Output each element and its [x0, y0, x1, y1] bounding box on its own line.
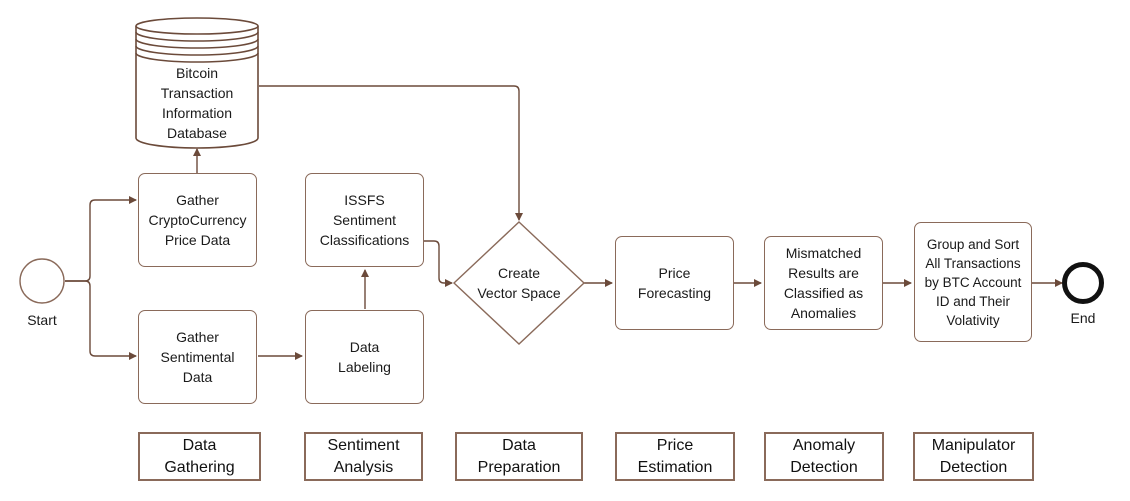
connector-database-to-vector	[259, 85, 523, 221]
start-label: Start	[27, 312, 57, 328]
end-label: End	[1070, 310, 1096, 326]
issfs-label: ISSFS Sentiment Classifications	[319, 192, 410, 248]
vector-space-diamond	[452, 221, 586, 345]
vector-space-label: Create Vector Space	[477, 265, 561, 301]
connector-start-to-sentiment	[65, 280, 137, 360]
gather-price-label: Gather CryptoCurrency Price Data	[148, 192, 247, 248]
end-event-circle	[1062, 262, 1104, 304]
issfs-box	[305, 173, 424, 267]
stage-sentiment-analysis: Sentiment Analysis	[304, 432, 423, 481]
price-forecasting-label: Price Forecasting	[637, 265, 712, 301]
stage-data-preparation: Data Preparation	[455, 432, 583, 481]
group-sort-label: Group and Sort All Transactions by BTC A…	[924, 236, 1022, 328]
gather-price-box	[138, 173, 257, 267]
connector-issfs-to-vector	[424, 240, 453, 287]
stage-anomaly-detection: Anomaly Detection	[764, 432, 884, 481]
database-cylinder-shape	[135, 17, 259, 149]
gather-sentiment-label: Gather Sentimental Data	[160, 329, 235, 385]
anomalies-box	[764, 236, 883, 330]
start-event-circle	[19, 258, 65, 304]
price-forecasting-box	[615, 236, 734, 330]
group-sort-box	[914, 222, 1032, 342]
database-label: Bitcoin Transaction Information Database	[160, 65, 234, 141]
stage-price-estimation: Price Estimation	[615, 432, 735, 481]
data-labeling-box	[305, 310, 424, 404]
stage-data-gathering: Data Gathering	[138, 432, 261, 481]
data-labeling-label: Data Labeling	[338, 339, 391, 375]
gather-sentiment-box	[138, 310, 257, 404]
anomalies-label: Mismatched Results are Classified as Ano…	[783, 245, 864, 321]
connector-start-to-price	[65, 196, 137, 282]
stage-manipulator-detection: Manipulator Detection	[913, 432, 1034, 481]
